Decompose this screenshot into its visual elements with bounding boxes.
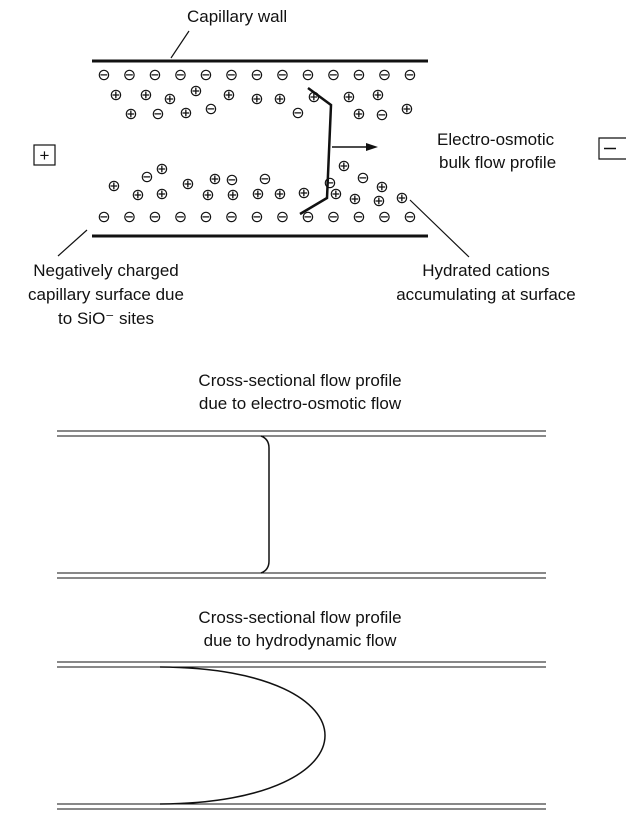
bulk-flow-profile-line (299, 86, 333, 216)
surface-negative-site-top: ⊖ (250, 67, 263, 84)
hydrated-cation: ⊕ (371, 87, 384, 104)
surface-negative-site-bottom: ⊖ (352, 209, 365, 226)
surface-negative-site-bottom: ⊖ (250, 209, 263, 226)
hydrated-cation: ⊕ (109, 87, 122, 104)
cathode-box (598, 137, 626, 160)
anion: ⊖ (151, 106, 164, 123)
hydrated-cation: ⊕ (201, 187, 214, 204)
surface-negative-site-top: ⊖ (199, 67, 212, 84)
hydrated-cation: ⊕ (375, 179, 388, 196)
hydrated-cation: ⊕ (251, 186, 264, 203)
surface-negative-site-top: ⊖ (123, 67, 136, 84)
hydrated-cation: ⊕ (329, 186, 342, 203)
wall-label: Capillary wall (187, 7, 287, 26)
surface-negative-site-bottom: ⊖ (403, 209, 416, 226)
anion: ⊖ (140, 169, 153, 186)
surface-label-line2: capillary surface due (28, 285, 184, 304)
cations-label-line2: accumulating at surface (396, 285, 576, 304)
hydro-title-line2: due to hydrodynamic flow (204, 631, 397, 650)
hydrated-cation: ⊕ (273, 186, 286, 203)
anion: ⊖ (356, 170, 369, 187)
anion: ⊖ (291, 105, 304, 122)
hydrated-cation: ⊕ (163, 91, 176, 108)
surface-negative-site-bottom: ⊖ (97, 209, 110, 226)
hydrated-cation: ⊕ (372, 193, 385, 210)
surface-negative-site-top: ⊖ (327, 67, 340, 84)
hydro-title-line1: Cross-sectional flow profile (198, 608, 401, 627)
hydrated-cation: ⊕ (250, 91, 263, 108)
surface-negative-site-bottom: ⊖ (174, 209, 187, 226)
surface-label-line3: to SiO⁻ sites (58, 309, 154, 328)
hydrated-cation: ⊕ (131, 187, 144, 204)
anion: ⊖ (204, 101, 217, 118)
anion: ⊖ (225, 172, 238, 189)
mobile-ions: ⊕⊕⊕⊕⊕⊕⊕⊕⊕⊕⊕⊖⊕⊖⊖⊕⊖⊕⊕⊖⊕⊕⊕⊕⊕⊕⊖⊕⊖⊕⊕⊕⊖⊕⊕⊖⊕⊕⊕⊕ (107, 83, 413, 210)
hydrated-cation: ⊕ (107, 178, 120, 195)
surface-negative-site-top: ⊖ (225, 67, 238, 84)
hydrated-cation: ⊕ (297, 185, 310, 202)
wall-label-leader (170, 30, 190, 59)
anion: ⊖ (375, 107, 388, 124)
eof-plug-profile (260, 435, 270, 574)
surface-negative-site-top: ⊖ (276, 67, 289, 84)
surface-negative-site-top: ⊖ (97, 67, 110, 84)
surface-negative-site-top: ⊖ (174, 67, 187, 84)
hydrated-cation: ⊕ (226, 187, 239, 204)
hydrated-cation: ⊕ (179, 105, 192, 122)
surface-negative-site-bottom: ⊖ (225, 209, 238, 226)
hydrated-cation: ⊕ (189, 83, 202, 100)
eof-title-line2: due to electro-osmotic flow (199, 394, 402, 413)
hydro-parabolic-profile (159, 666, 326, 805)
hydrated-cation: ⊕ (222, 87, 235, 104)
hydrated-cation: ⊕ (155, 161, 168, 178)
surface-label-leader (57, 229, 88, 257)
cations-label-leader (409, 199, 470, 258)
hydrated-cation: ⊕ (348, 191, 361, 208)
hydrated-cation: ⊕ (395, 190, 408, 207)
surface-charges-top: ⊖ ⊖ ⊖ ⊖ ⊖ ⊖ ⊖ ⊖ ⊖ ⊖ ⊖ ⊖ ⊖ (97, 67, 416, 84)
hydrated-cation: ⊕ (342, 89, 355, 106)
flow-arrow-icon (366, 143, 378, 151)
surface-negative-site-bottom: ⊖ (327, 209, 340, 226)
surface-charges-bottom: ⊖ ⊖ ⊖ ⊖ ⊖ ⊖ ⊖ ⊖ ⊖ ⊖ ⊖ ⊖ ⊖ (97, 209, 416, 226)
surface-negative-site-top: ⊖ (301, 67, 314, 84)
surface-negative-site-top: ⊖ (378, 67, 391, 84)
surface-negative-site-top: ⊖ (352, 67, 365, 84)
surface-negative-site-bottom: ⊖ (123, 209, 136, 226)
surface-negative-site-bottom: ⊖ (378, 209, 391, 226)
surface-label-line1: Negatively charged (33, 261, 179, 280)
eof-title-line1: Cross-sectional flow profile (198, 371, 401, 390)
cations-label-line1: Hydrated cations (422, 261, 550, 280)
anode-box (33, 144, 56, 166)
hydrated-cation: ⊕ (400, 101, 413, 118)
flow-label-line1: Electro-osmotic (437, 130, 555, 149)
hydrated-cation: ⊕ (155, 186, 168, 203)
surface-negative-site-bottom: ⊖ (301, 209, 314, 226)
anion: ⊖ (258, 171, 271, 188)
hydrated-cation: ⊕ (337, 158, 350, 175)
hydrated-cation: ⊕ (307, 89, 320, 106)
hydrated-cation: ⊕ (273, 91, 286, 108)
hydrated-cation: ⊕ (352, 106, 365, 123)
flow-label-line2: bulk flow profile (439, 153, 556, 172)
surface-negative-site-top: ⊖ (403, 67, 416, 84)
hydrated-cation: ⊕ (124, 106, 137, 123)
hydrated-cation: ⊕ (208, 171, 221, 188)
hydrated-cation: ⊕ (181, 176, 194, 193)
surface-negative-site-bottom: ⊖ (276, 209, 289, 226)
surface-negative-site-top: ⊖ (148, 67, 161, 84)
anode-symbol: + (40, 146, 50, 165)
hydrated-cation: ⊕ (139, 87, 152, 104)
surface-negative-site-bottom: ⊖ (148, 209, 161, 226)
surface-negative-site-bottom: ⊖ (199, 209, 212, 226)
